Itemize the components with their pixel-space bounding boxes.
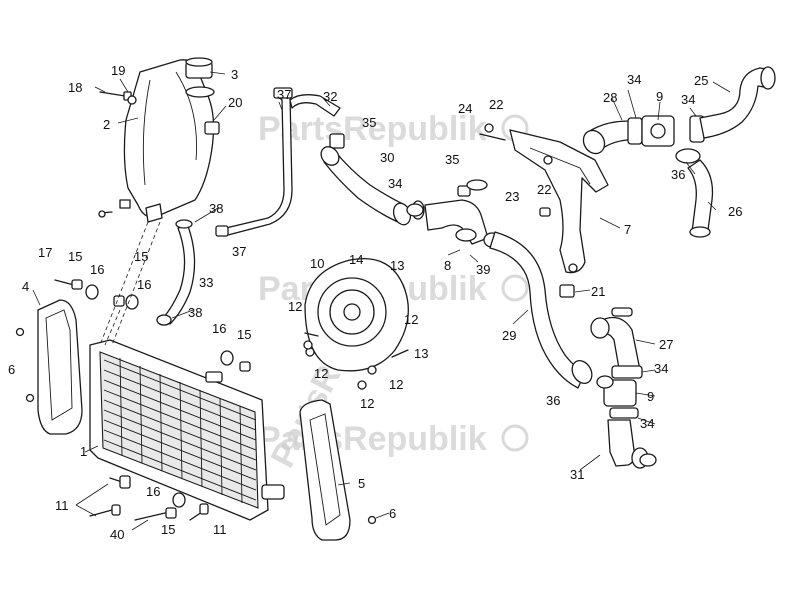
label-4: 4 <box>22 279 29 294</box>
label-15: 15 <box>134 249 148 264</box>
label-8: 8 <box>444 258 451 273</box>
label-40: 40 <box>110 527 124 542</box>
label-21: 21 <box>591 284 605 299</box>
label-26: 26 <box>728 204 742 219</box>
part-labels: 1 2 3 4 5 6 6 7 8 9 9 10 11 11 12 12 12 … <box>8 63 742 542</box>
hose-33 <box>156 219 196 326</box>
label-10: 10 <box>310 256 324 271</box>
label-34: 34 <box>627 72 641 87</box>
label-36: 36 <box>671 167 685 182</box>
leader-lines <box>32 71 731 531</box>
label-6: 6 <box>8 362 15 377</box>
label-14: 14 <box>349 252 363 267</box>
tank-hardware <box>98 91 137 218</box>
label-12: 12 <box>404 312 418 327</box>
watermark-gear-icon <box>501 274 529 302</box>
watermark-gear-icon <box>501 424 529 452</box>
label-15: 15 <box>68 249 82 264</box>
hose-26 <box>675 148 714 238</box>
label-12: 12 <box>314 366 328 381</box>
label-34: 34 <box>681 92 695 107</box>
label-20: 20 <box>228 95 242 110</box>
label-9: 9 <box>656 89 663 104</box>
label-19: 19 <box>111 63 125 78</box>
hose-27-31 <box>590 307 649 469</box>
label-39: 39 <box>476 262 490 277</box>
label-11: 11 <box>55 498 69 513</box>
label-31: 31 <box>570 467 584 482</box>
label-33: 33 <box>199 275 213 290</box>
label-34: 34 <box>654 361 668 376</box>
label-34: 34 <box>640 416 654 431</box>
watermark-text: PartsRepublik <box>258 420 487 458</box>
clamps-misc <box>406 123 657 467</box>
label-29: 29 <box>502 328 516 343</box>
label-6: 6 <box>389 506 396 521</box>
side-cover-5 <box>299 399 377 541</box>
label-15: 15 <box>237 327 251 342</box>
label-25: 25 <box>694 73 708 88</box>
label-15: 15 <box>161 522 175 537</box>
expansion-tank <box>123 57 220 223</box>
hose-29 <box>489 231 593 389</box>
watermark-text: PartsRepublik <box>258 110 487 148</box>
label-1: 1 <box>80 444 87 459</box>
label-32: 32 <box>323 89 337 104</box>
side-cover-4 <box>15 299 83 435</box>
label-13: 13 <box>390 258 404 273</box>
hose-25 <box>699 66 776 139</box>
assembly-lines <box>99 221 161 346</box>
label-2: 2 <box>103 117 110 132</box>
hose-37-32 <box>215 87 345 237</box>
label-12: 12 <box>288 299 302 314</box>
label-16: 16 <box>137 277 151 292</box>
label-16: 16 <box>90 262 104 277</box>
label-37: 37 <box>232 244 246 259</box>
label-35: 35 <box>445 152 459 167</box>
bracket-7 <box>479 129 609 298</box>
label-30: 30 <box>380 150 394 165</box>
label-9: 9 <box>647 389 654 404</box>
radiator-fins <box>103 357 257 504</box>
label-27: 27 <box>659 337 673 352</box>
label-36: 36 <box>546 393 560 408</box>
label-38: 38 <box>188 305 202 320</box>
label-35: 35 <box>362 115 376 130</box>
hose-30 <box>320 146 425 226</box>
label-22: 22 <box>537 182 551 197</box>
label-38: 38 <box>209 201 223 216</box>
label-18: 18 <box>68 80 82 95</box>
label-12: 12 <box>360 396 374 411</box>
label-13: 13 <box>414 346 428 361</box>
label-37: 37 <box>277 87 291 102</box>
label-3: 3 <box>231 67 238 82</box>
label-22: 22 <box>489 97 503 112</box>
label-34: 34 <box>388 176 402 191</box>
label-7: 7 <box>624 222 631 237</box>
label-16: 16 <box>212 321 226 336</box>
label-28: 28 <box>603 90 617 105</box>
fan-10 <box>304 258 409 375</box>
thermostat-pipe-8 <box>424 185 501 263</box>
label-24: 24 <box>458 101 472 116</box>
radiator-1 <box>89 339 285 521</box>
label-23: 23 <box>505 189 519 204</box>
label-5: 5 <box>358 476 365 491</box>
label-11: 11 <box>213 522 227 537</box>
label-12: 12 <box>389 377 403 392</box>
label-16: 16 <box>146 484 160 499</box>
label-17: 17 <box>38 245 52 260</box>
mounts-left <box>54 279 409 521</box>
